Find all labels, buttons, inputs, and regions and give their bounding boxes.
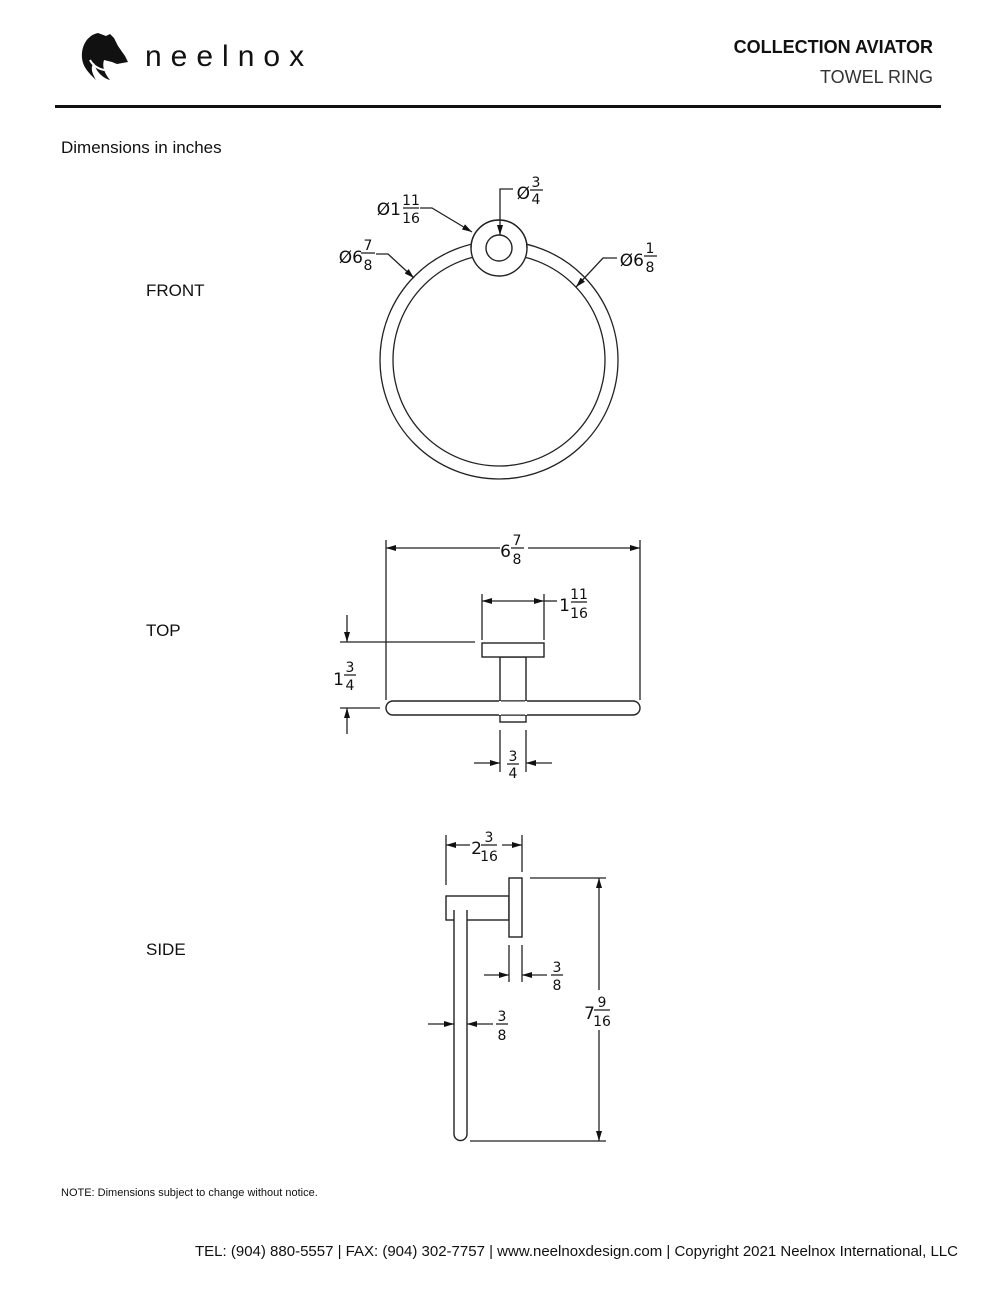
side-view-drawing [445, 877, 523, 1142]
svg-text:16: 16 [480, 849, 498, 865]
view-label-front: FRONT [146, 281, 205, 300]
top-view-drawing [385, 642, 641, 723]
dim-post-diameter: Ø 3 4 [497, 175, 543, 235]
dim-post-width: 3 4 [474, 730, 552, 782]
dim-hub-diameter: Ø1 11 16 [377, 193, 473, 233]
dim-overall-height: 7 9 16 [470, 877, 611, 1142]
svg-text:3: 3 [532, 175, 541, 191]
dim-flange-thickness: 3 8 [484, 945, 563, 994]
disclaimer-note: NOTE: Dimensions subject to change witho… [61, 1187, 318, 1199]
svg-text:4: 4 [346, 678, 355, 694]
svg-text:7: 7 [513, 533, 522, 549]
svg-text:3: 3 [485, 830, 494, 846]
svg-text:3: 3 [509, 749, 518, 765]
svg-text:3: 3 [346, 660, 355, 676]
front-view-drawing [379, 219, 619, 480]
svg-text:3: 3 [498, 1009, 507, 1025]
dim-flange-width: 1 11 16 [481, 587, 588, 640]
svg-text:2: 2 [471, 839, 482, 859]
header-divider [55, 105, 941, 108]
svg-text:Ø1: Ø1 [377, 200, 401, 220]
view-label-top: TOP [146, 621, 181, 640]
svg-text:8: 8 [646, 260, 655, 276]
product-title: TOWEL RING [819, 67, 933, 87]
svg-text:8: 8 [498, 1028, 507, 1044]
svg-text:4: 4 [509, 766, 518, 782]
svg-text:Ø6: Ø6 [620, 251, 644, 271]
svg-text:8: 8 [364, 258, 373, 274]
dim-ring-outer-diameter: Ø6 7 8 [339, 238, 415, 279]
svg-text:3: 3 [553, 960, 562, 976]
svg-text:7: 7 [364, 238, 373, 254]
svg-text:1: 1 [559, 596, 570, 616]
dim-overall-depth: 2 3 16 [445, 830, 523, 885]
svg-text:7: 7 [584, 1004, 595, 1024]
dim-overall-width: 6 7 8 [385, 533, 641, 700]
svg-text:1: 1 [333, 670, 344, 690]
svg-text:8: 8 [513, 552, 522, 568]
collection-title: COLLECTION AVIATOR [733, 37, 933, 57]
units-label: Dimensions in inches [61, 138, 222, 157]
svg-text:8: 8 [553, 978, 562, 994]
brand-logo-text: neelnox [145, 40, 314, 73]
svg-text:16: 16 [570, 606, 588, 622]
svg-text:11: 11 [402, 193, 420, 209]
svg-text:9: 9 [598, 995, 607, 1011]
svg-text:16: 16 [402, 211, 420, 227]
svg-text:11: 11 [570, 587, 588, 603]
dim-ring-inner-diameter: Ø6 1 8 [575, 241, 657, 288]
svg-text:1: 1 [646, 241, 655, 257]
dim-projection: 1 3 4 [333, 615, 475, 734]
svg-text:6: 6 [500, 542, 511, 562]
view-label-side: SIDE [146, 940, 186, 959]
footer-contact: TEL: (904) 880-5557 | FAX: (904) 302-775… [195, 1243, 958, 1260]
dim-ring-thickness: 3 8 [428, 1009, 508, 1044]
svg-text:16: 16 [593, 1014, 611, 1030]
horse-logo-icon [81, 33, 128, 80]
svg-text:Ø: Ø [517, 184, 530, 204]
svg-text:4: 4 [532, 192, 541, 208]
svg-text:Ø6: Ø6 [339, 248, 363, 268]
